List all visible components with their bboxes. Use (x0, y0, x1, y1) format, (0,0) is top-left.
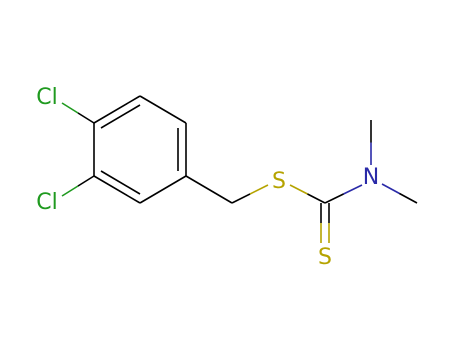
ring-bond-bottom-right (139, 175, 187, 204)
atom-label-cl-upper: Cl (36, 85, 57, 110)
ring-bond-bottom-left-inner (100, 170, 141, 195)
bond-c-n (324, 184, 363, 204)
atom-label-s-thiocarbonyl: S (318, 245, 332, 270)
atom-label-s-thioether: S (272, 169, 286, 194)
ring-bond-top-left (93, 95, 141, 124)
bond-ring-cl-lower (61, 175, 95, 197)
atom-label-cl-lower: Cl (36, 190, 57, 215)
bond-ring-ch2 (185, 175, 233, 204)
bond-ch2-s (231, 184, 269, 204)
ring-bond-bottom-left (93, 175, 141, 204)
bond-s-thiocarbonyl-c (289, 184, 326, 204)
ring-bond-top-right (139, 95, 187, 124)
bond-n-methyl-right (381, 183, 418, 204)
atom-label-n: N (363, 165, 379, 190)
ring-bond-top-left-inner (100, 104, 141, 129)
bond-ring-cl-upper (61, 102, 95, 124)
